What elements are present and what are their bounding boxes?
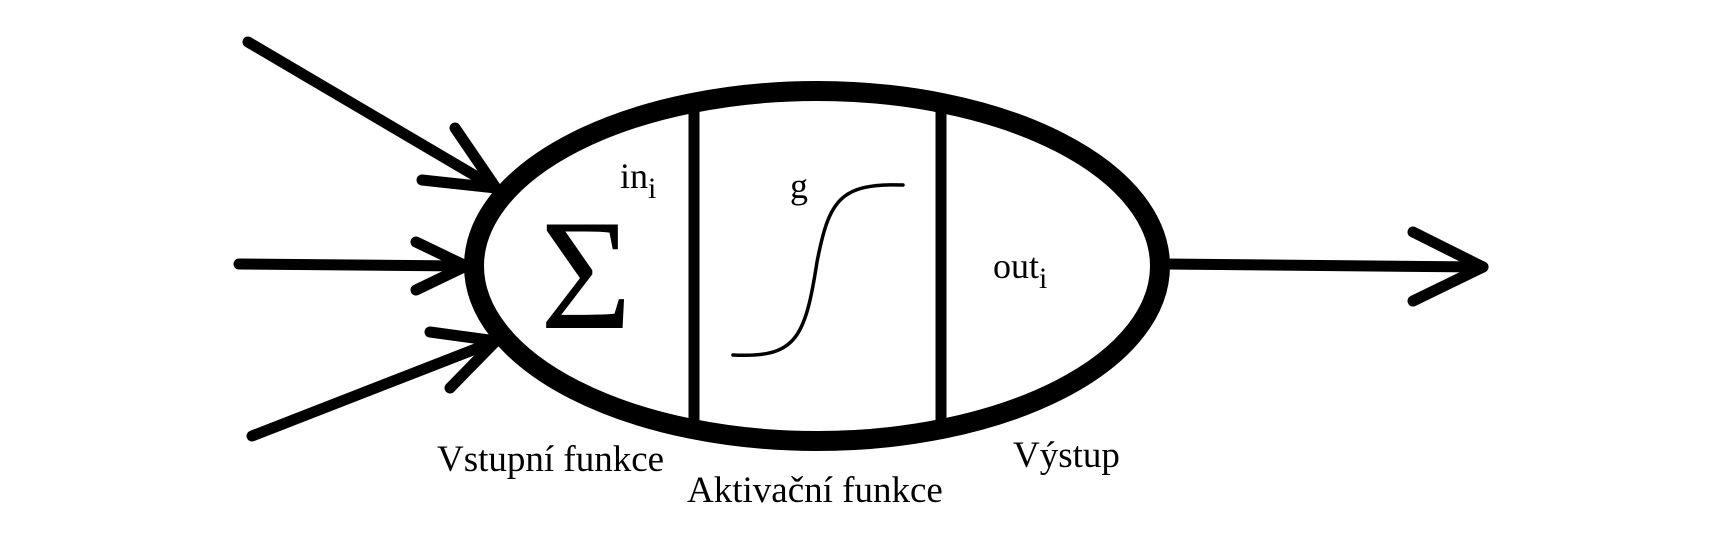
output-variable-label: outi <box>993 246 1047 295</box>
sum-symbol: Σ <box>540 188 632 363</box>
input-function-label: Vstupní funkce <box>437 439 664 480</box>
input-subscript: i <box>648 172 656 205</box>
input-arrow-bottom <box>246 326 502 442</box>
output-var: out <box>993 246 1039 286</box>
input-arrow-middle <box>233 236 472 296</box>
activation-variable-label: g <box>790 166 808 206</box>
input-arrow-top <box>242 36 502 194</box>
input-var: in <box>620 156 648 196</box>
output-subscript: i <box>1039 262 1047 295</box>
activation-function-label: Aktivační funkce <box>687 470 943 511</box>
input-variable-label: ini <box>620 156 656 205</box>
output-label: Výstup <box>1013 435 1120 476</box>
output-arrow <box>1159 226 1489 307</box>
sigmoid-curve-icon <box>731 183 905 358</box>
